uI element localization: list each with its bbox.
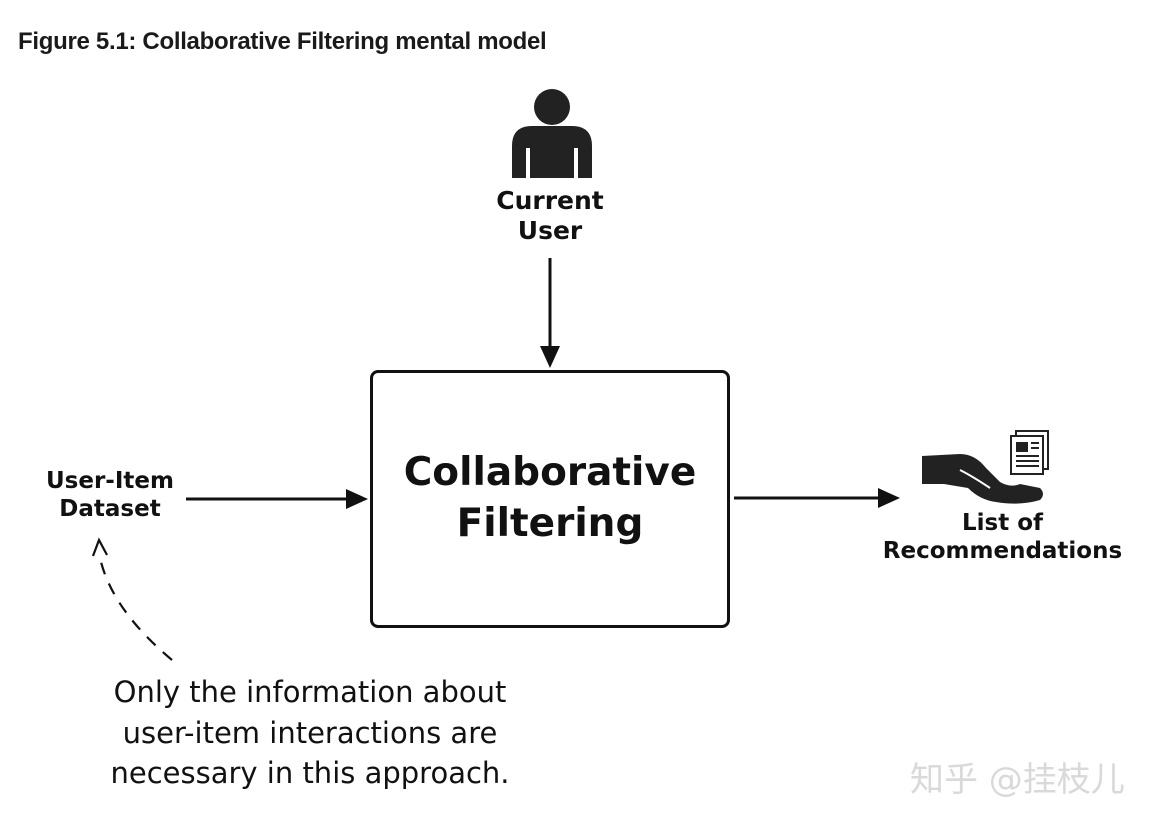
recommendations-label-line2: Recommendations (882, 537, 1123, 564)
process-label-line2: Filtering (456, 501, 644, 546)
current-user-label-line1: Current (496, 186, 604, 215)
annotation-note: Only the information about user-item int… (80, 672, 540, 794)
arrow-note-to-dataset (91, 537, 173, 661)
person-icon (512, 89, 592, 178)
arrow-process-to-output (734, 488, 900, 508)
process-label-line1: Collaborative (403, 450, 697, 496)
figure-title: Figure 5.1: Collaborative Filtering ment… (18, 28, 547, 55)
dataset-label-line2: Dataset (59, 495, 161, 522)
collaborative-filtering-box: Collaborative Filtering (370, 370, 730, 628)
arrow-dataset-to-process (186, 489, 368, 509)
watermark: 知乎 @挂枝儿 (910, 760, 1125, 800)
current-user-label: Current User (470, 186, 630, 246)
annotation-line1: Only the information about (113, 675, 507, 709)
annotation-line3: necessary in this approach. (110, 756, 510, 791)
arrow-user-to-process (540, 258, 560, 368)
dataset-label: User-Item Dataset (10, 468, 210, 523)
recommendations-label: List of Recommendations (855, 510, 1150, 565)
annotation-line2: user-item interactions are (122, 715, 498, 750)
recommendations-label-line1: List of (961, 510, 1044, 536)
dataset-label-line1: User-Item (46, 468, 174, 494)
hand-with-documents-icon (922, 430, 1049, 504)
current-user-label-line2: User (517, 216, 583, 245)
